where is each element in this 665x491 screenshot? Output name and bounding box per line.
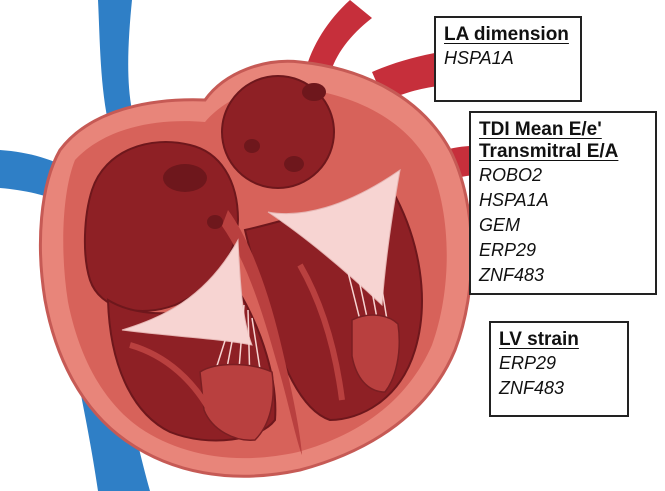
trabeculae-right	[297, 263, 345, 401]
vein-opening-small	[207, 215, 223, 229]
lv-strain-title: LV strain	[499, 329, 579, 350]
papillary-muscle-left	[199, 363, 274, 441]
atrium-opening-2	[244, 139, 260, 153]
chordae-right	[339, 235, 389, 327]
vein-opening	[163, 164, 207, 192]
gene-name: GEM	[479, 215, 521, 235]
gene-name: ERP29	[479, 240, 537, 260]
tdi-title: TDI Mean E/e'	[479, 119, 602, 140]
gene-name: ZNF483	[479, 265, 545, 285]
aorta	[305, 0, 372, 75]
la-dimension-label-box: LA dimension HSPA1A	[434, 16, 582, 102]
transmitral-title: Transmitral E/A	[479, 141, 619, 162]
trabeculae-left	[129, 342, 218, 422]
atrium-opening-3	[284, 156, 304, 172]
lv-strain-label-box: LV strain ERP29 ZNF483	[489, 321, 629, 417]
right-atrium-chamber	[221, 75, 335, 189]
tricuspid-valve	[267, 168, 401, 307]
gene-name: ZNF483	[499, 378, 565, 398]
tdi-label-box: TDI Mean E/e' Transmitral E/A ROBO2 HSPA…	[469, 111, 657, 295]
gene-name: HSPA1A	[444, 48, 514, 68]
septum	[222, 210, 302, 455]
gene-name: ROBO2	[479, 165, 543, 185]
gene-name: ERP29	[499, 353, 557, 373]
gene-name: HSPA1A	[479, 190, 549, 210]
mitral-valve	[121, 238, 253, 346]
la-dimension-title: LA dimension	[444, 24, 569, 45]
atrium-opening-1	[302, 83, 326, 101]
papillary-muscle-right	[351, 314, 400, 393]
